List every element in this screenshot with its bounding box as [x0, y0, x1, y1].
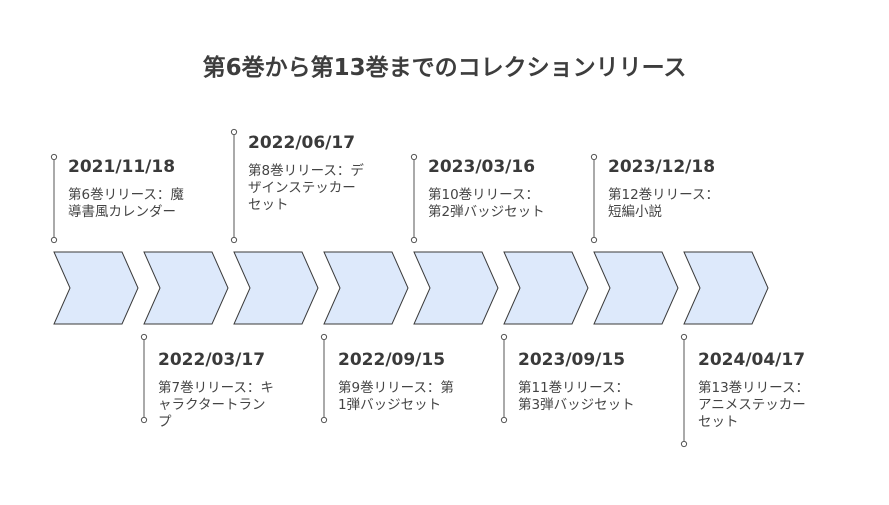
- timeline-event: 2023/03/16 第10巻リリース：第2弾バッジセット: [428, 156, 608, 221]
- event-description: 第13巻リリース：アニメステッカーセット: [698, 380, 810, 430]
- timeline-chevron: [593, 251, 679, 325]
- connector-dot: [50, 236, 58, 244]
- event-description: 第11巻リリース：第3弾バッジセット: [518, 380, 635, 413]
- connector-dot: [140, 416, 148, 424]
- connector-dot: [410, 153, 418, 161]
- connector-dot: [500, 416, 508, 424]
- timeline-chevron: [683, 251, 769, 325]
- event-date: 2024/04/17: [698, 350, 806, 370]
- event-date: 2023/12/18: [608, 157, 716, 177]
- connector-dot: [590, 153, 598, 161]
- timeline-chevron: [53, 251, 139, 325]
- event-description: 第7巻リリース：キャラクタートランプ: [158, 380, 274, 430]
- connector-dot: [230, 236, 238, 244]
- event-date: 2022/03/17: [158, 350, 266, 370]
- timeline-event: 2022/03/17 第7巻リリース：キャラクタートランプ: [158, 349, 338, 431]
- connector-dot: [320, 333, 328, 341]
- event-description: 第8巻リリース：デザインステッカーセット: [248, 163, 364, 213]
- event-date: 2022/09/15: [338, 350, 446, 370]
- event-date: 2023/03/16: [428, 157, 536, 177]
- connector-dot: [410, 236, 418, 244]
- event-date: 2022/06/17: [248, 133, 356, 153]
- event-date: 2021/11/18: [68, 157, 176, 177]
- connector-dot: [140, 333, 148, 341]
- connector-dot: [500, 333, 508, 341]
- event-description: 第10巻リリース：第2弾バッジセット: [428, 187, 545, 220]
- connector-dot: [230, 128, 238, 136]
- diagram-title: 第6巻から第13巻までのコレクションリリース: [202, 55, 687, 81]
- connector-dot: [680, 333, 688, 341]
- timeline-chevron: [323, 251, 409, 325]
- event-description: 第9巻リリース：第1弾バッジセット: [338, 380, 454, 413]
- connector-dot: [50, 153, 58, 161]
- timeline-chevron: [143, 251, 229, 325]
- event-description: 第12巻リリース：短編小説: [608, 187, 720, 220]
- connector-dot: [320, 416, 328, 424]
- connector-dot: [590, 236, 598, 244]
- connector-dot: [680, 440, 688, 448]
- timeline-chevron: [413, 251, 499, 325]
- timeline-event: 2023/12/18 第12巻リリース：短編小説: [608, 156, 788, 221]
- timeline-event: 2024/04/17 第13巻リリース：アニメステッカーセット: [698, 349, 878, 431]
- event-date: 2023/09/15: [518, 350, 626, 370]
- timeline-event: 2022/09/15 第9巻リリース：第1弾バッジセット: [338, 349, 518, 414]
- timeline-event: 2022/06/17 第8巻リリース：デザインステッカーセット: [248, 132, 428, 214]
- timeline-chevron: [503, 251, 589, 325]
- timeline-chevron: [233, 251, 319, 325]
- timeline-event: 2023/09/15 第11巻リリース：第3弾バッジセット: [518, 349, 698, 414]
- event-description: 第6巻リリース：魔導書風カレンダー: [68, 187, 184, 220]
- timeline-event: 2021/11/18 第6巻リリース：魔導書風カレンダー: [68, 156, 248, 221]
